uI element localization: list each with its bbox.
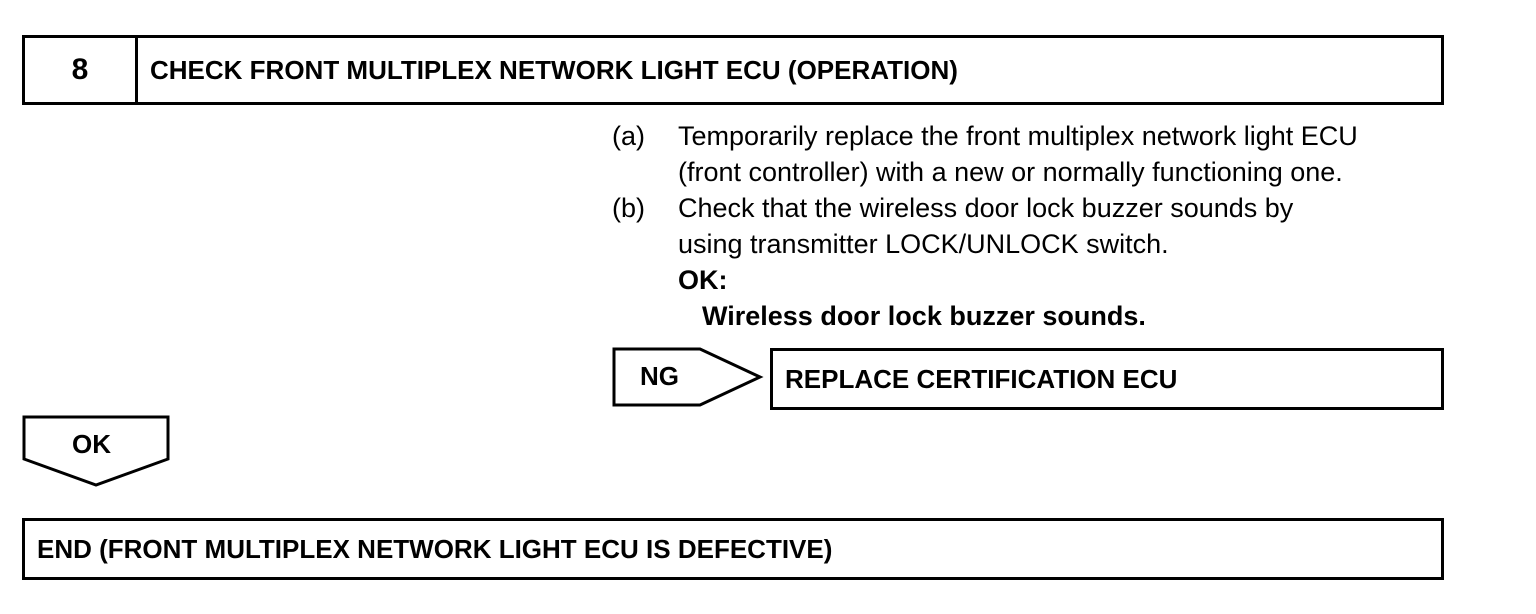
ng-result-text: REPLACE CERTIFICATION ECU — [785, 363, 1178, 394]
ok-arrow-icon — [22, 415, 170, 487]
instruction-a: (a) Temporarily replace the front multip… — [612, 118, 1442, 190]
instruction-text: Temporarily replace the front multiplex … — [678, 118, 1442, 190]
step-number: 8 — [25, 38, 138, 102]
ok-condition-label: OK: — [678, 265, 728, 295]
step-title: CHECK FRONT MULTIPLEX NETWORK LIGHT ECU … — [150, 54, 958, 85]
ok-condition-detail: Wireless door lock buzzer sounds. — [702, 301, 1146, 331]
instruction-letter: (a) — [612, 121, 645, 151]
ng-label: NG — [640, 361, 679, 391]
instruction-line: Temporarily replace the front multiplex … — [678, 121, 1358, 151]
instruction-line: (front controller) with a new or normall… — [678, 157, 1343, 187]
instruction-letter: (b) — [612, 193, 645, 223]
instruction-line: Check that the wireless door lock buzzer… — [678, 193, 1294, 223]
end-result-text: END (FRONT MULTIPLEX NETWORK LIGHT ECU I… — [37, 533, 833, 564]
instruction-line: using transmitter LOCK/UNLOCK switch. — [678, 229, 1169, 259]
instruction-text: Check that the wireless door lock buzzer… — [678, 190, 1442, 262]
ng-result-box: REPLACE CERTIFICATION ECU — [770, 348, 1444, 410]
instructions: (a) Temporarily replace the front multip… — [612, 118, 1442, 334]
ok-branch-label: OK — [72, 429, 111, 459]
step-header: 8 CHECK FRONT MULTIPLEX NETWORK LIGHT EC… — [22, 35, 1444, 105]
end-result-box: END (FRONT MULTIPLEX NETWORK LIGHT ECU I… — [22, 518, 1444, 580]
instruction-b: (b) Check that the wireless door lock bu… — [612, 190, 1442, 262]
ng-arrow-icon — [612, 347, 764, 407]
